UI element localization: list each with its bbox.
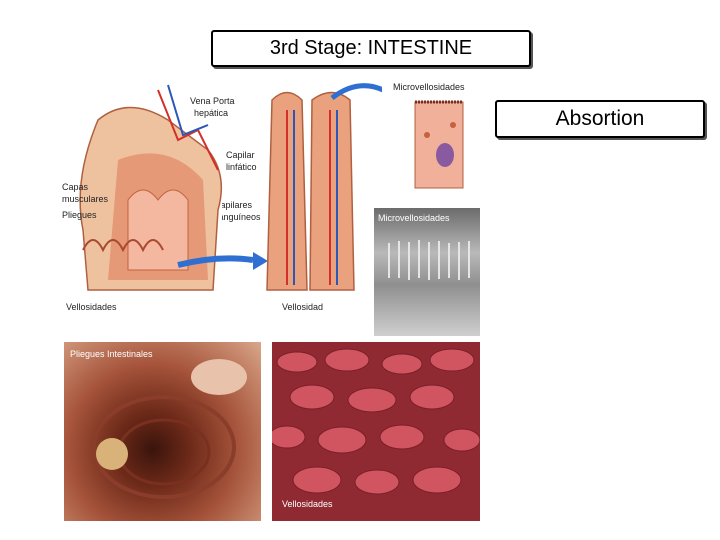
label-vellosidad: Vellosidad	[282, 302, 323, 312]
label-capas-2: musculares	[62, 194, 109, 204]
label-pliegues: Pliegues	[62, 210, 97, 220]
microvilli-illustration: Microvellosidades	[385, 80, 485, 190]
microvilli-drawing: Microvellosidades	[385, 80, 485, 190]
label-capilar-2: linfático	[226, 162, 257, 172]
label-microvellosidades-sem: Microvellosidades	[378, 213, 450, 223]
villus-drawing: Capilar linfático Capilares sanguíneos V…	[222, 80, 382, 315]
slide-title-box: 3rd Stage: INTESTINE	[211, 30, 531, 67]
absorption-callout-box: Absortion	[495, 100, 705, 138]
intestinal-folds-photo: Pliegues Intestinales	[64, 342, 261, 521]
label-capilar-1: Capilar	[226, 150, 255, 160]
villi-photo: Vellosidades	[272, 342, 480, 521]
villi-texture: Vellosidades	[272, 342, 480, 521]
label-capilares-2: sanguíneos	[222, 212, 261, 222]
label-capas-1: Capas	[62, 182, 89, 192]
label-vellosidades-photo: Vellosidades	[282, 499, 333, 509]
microvilli-sem-texture: Microvellosidades	[374, 208, 480, 336]
label-pliegues-intestinales: Pliegues Intestinales	[70, 349, 153, 359]
label-capilares-1: Capilares	[222, 200, 253, 210]
label-microvellosidades-top: Microvellosidades	[393, 82, 465, 92]
intestinal-folds-texture: Pliegues Intestinales	[64, 342, 261, 521]
microvilli-sem-photo: Microvellosidades	[374, 208, 480, 336]
villus-illustration: Capilar linfático Capilares sanguíneos V…	[222, 80, 382, 315]
absorption-callout: Absortion	[556, 107, 645, 131]
slide-title: 3rd Stage: INTESTINE	[270, 37, 472, 60]
label-vellosidades: Vellosidades	[66, 302, 117, 312]
